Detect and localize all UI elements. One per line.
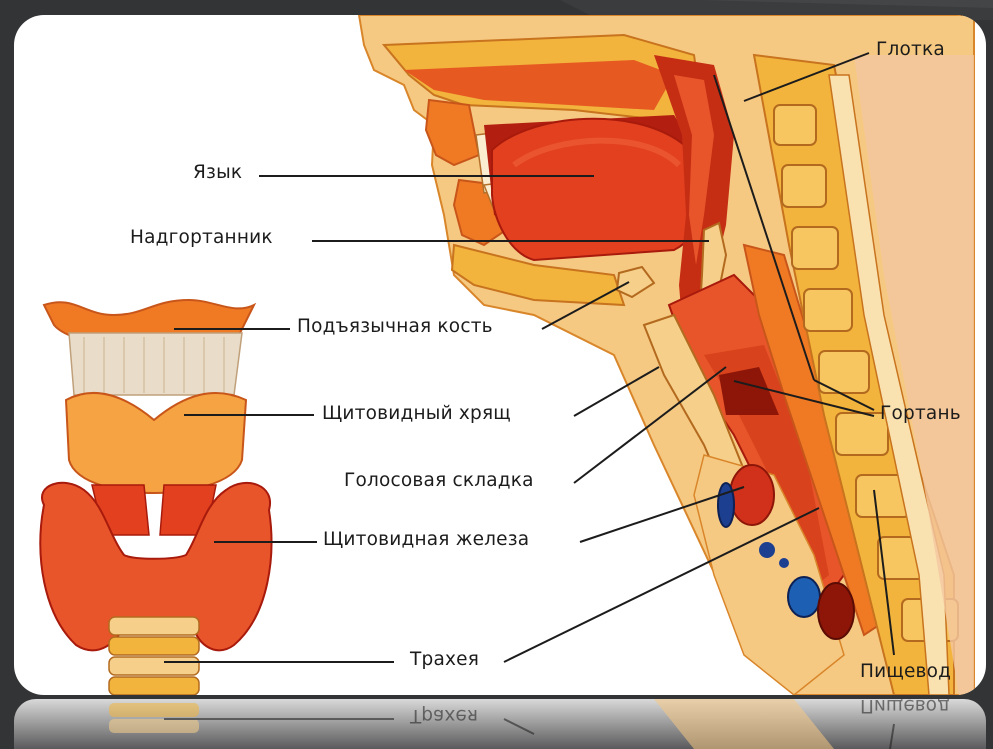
reflection-strip: Трахея Пищевод [14,699,986,749]
head-neck-section [359,15,974,695]
reflection-label-pishchevod: Пищевод [860,699,950,716]
label-gortan: Гортань [880,403,961,424]
label-golosovaya-skladka: Голосовая складка [344,470,534,491]
anatomy-illustration [14,15,986,695]
label-pishchevod: Пищевод [860,661,951,682]
vessel-blue-2 [788,577,820,617]
isolated-larynx [40,300,271,695]
label-shchitovidnaya-zheleza: Щитовидная железа [323,529,529,550]
thyroid-cartilage-isolated [66,393,246,493]
vessel-red [730,465,774,525]
anatomy-card: Глотка Язык Надгортанник Подъязычная кос… [14,15,986,695]
reflection-art [14,699,986,749]
label-trakheya: Трахея [410,649,479,670]
label-nadgortannik: Надгортанник [130,227,273,248]
vessel-blue [718,483,734,527]
label-glotka: Глотка [876,39,945,60]
trachea-rings [109,617,199,695]
label-shchitovidny-khryashch: Щитовидный хрящ [322,403,511,424]
vessel-dark [818,583,854,639]
label-podyazychnaya-kost: Подъязычная кость [297,316,493,337]
label-yazyk: Язык [193,162,242,183]
reflection-label-trakheya: Трахея [410,705,478,726]
